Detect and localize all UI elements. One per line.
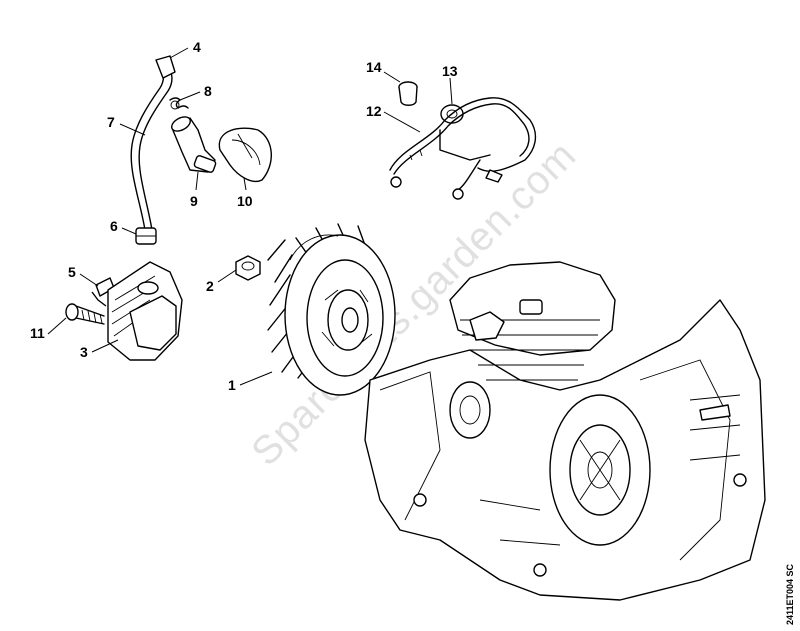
part-ignition-lead xyxy=(130,55,176,231)
part-grommet xyxy=(135,227,157,245)
part-insulating-cover xyxy=(218,127,272,183)
callout-2: 2 xyxy=(206,278,214,294)
callout-9: 9 xyxy=(190,193,198,209)
part-plug-cap xyxy=(171,116,217,173)
callout-labels: 4 8 7 9 10 6 5 2 11 3 1 12 13 14 xyxy=(30,39,458,393)
engine-crankcase-assembly xyxy=(364,261,766,601)
callout-8: 8 xyxy=(204,83,212,99)
callout-11: 11 xyxy=(30,325,45,341)
callout-3: 3 xyxy=(80,344,88,360)
callout-5: 5 xyxy=(68,264,76,280)
part-flywheel xyxy=(267,223,396,396)
part-spring xyxy=(169,97,189,110)
part-short-circuit-wire xyxy=(389,97,537,200)
callout-6: 6 xyxy=(110,218,118,234)
part-screw xyxy=(65,303,105,325)
part-ignition-module xyxy=(107,261,183,361)
callout-14: 14 xyxy=(366,59,382,75)
callout-7: 7 xyxy=(107,114,115,130)
leader-lines xyxy=(47,47,453,386)
part-sleeve xyxy=(398,81,418,106)
callout-4: 4 xyxy=(193,39,201,55)
part-nut xyxy=(235,255,261,281)
reference-code: 2411ET004 SC xyxy=(785,563,795,625)
callout-1: 1 xyxy=(228,377,236,393)
callout-12: 12 xyxy=(366,103,382,119)
callout-10: 10 xyxy=(237,193,253,209)
callout-13: 13 xyxy=(442,63,458,79)
part-spark-plug-boot xyxy=(155,55,176,79)
